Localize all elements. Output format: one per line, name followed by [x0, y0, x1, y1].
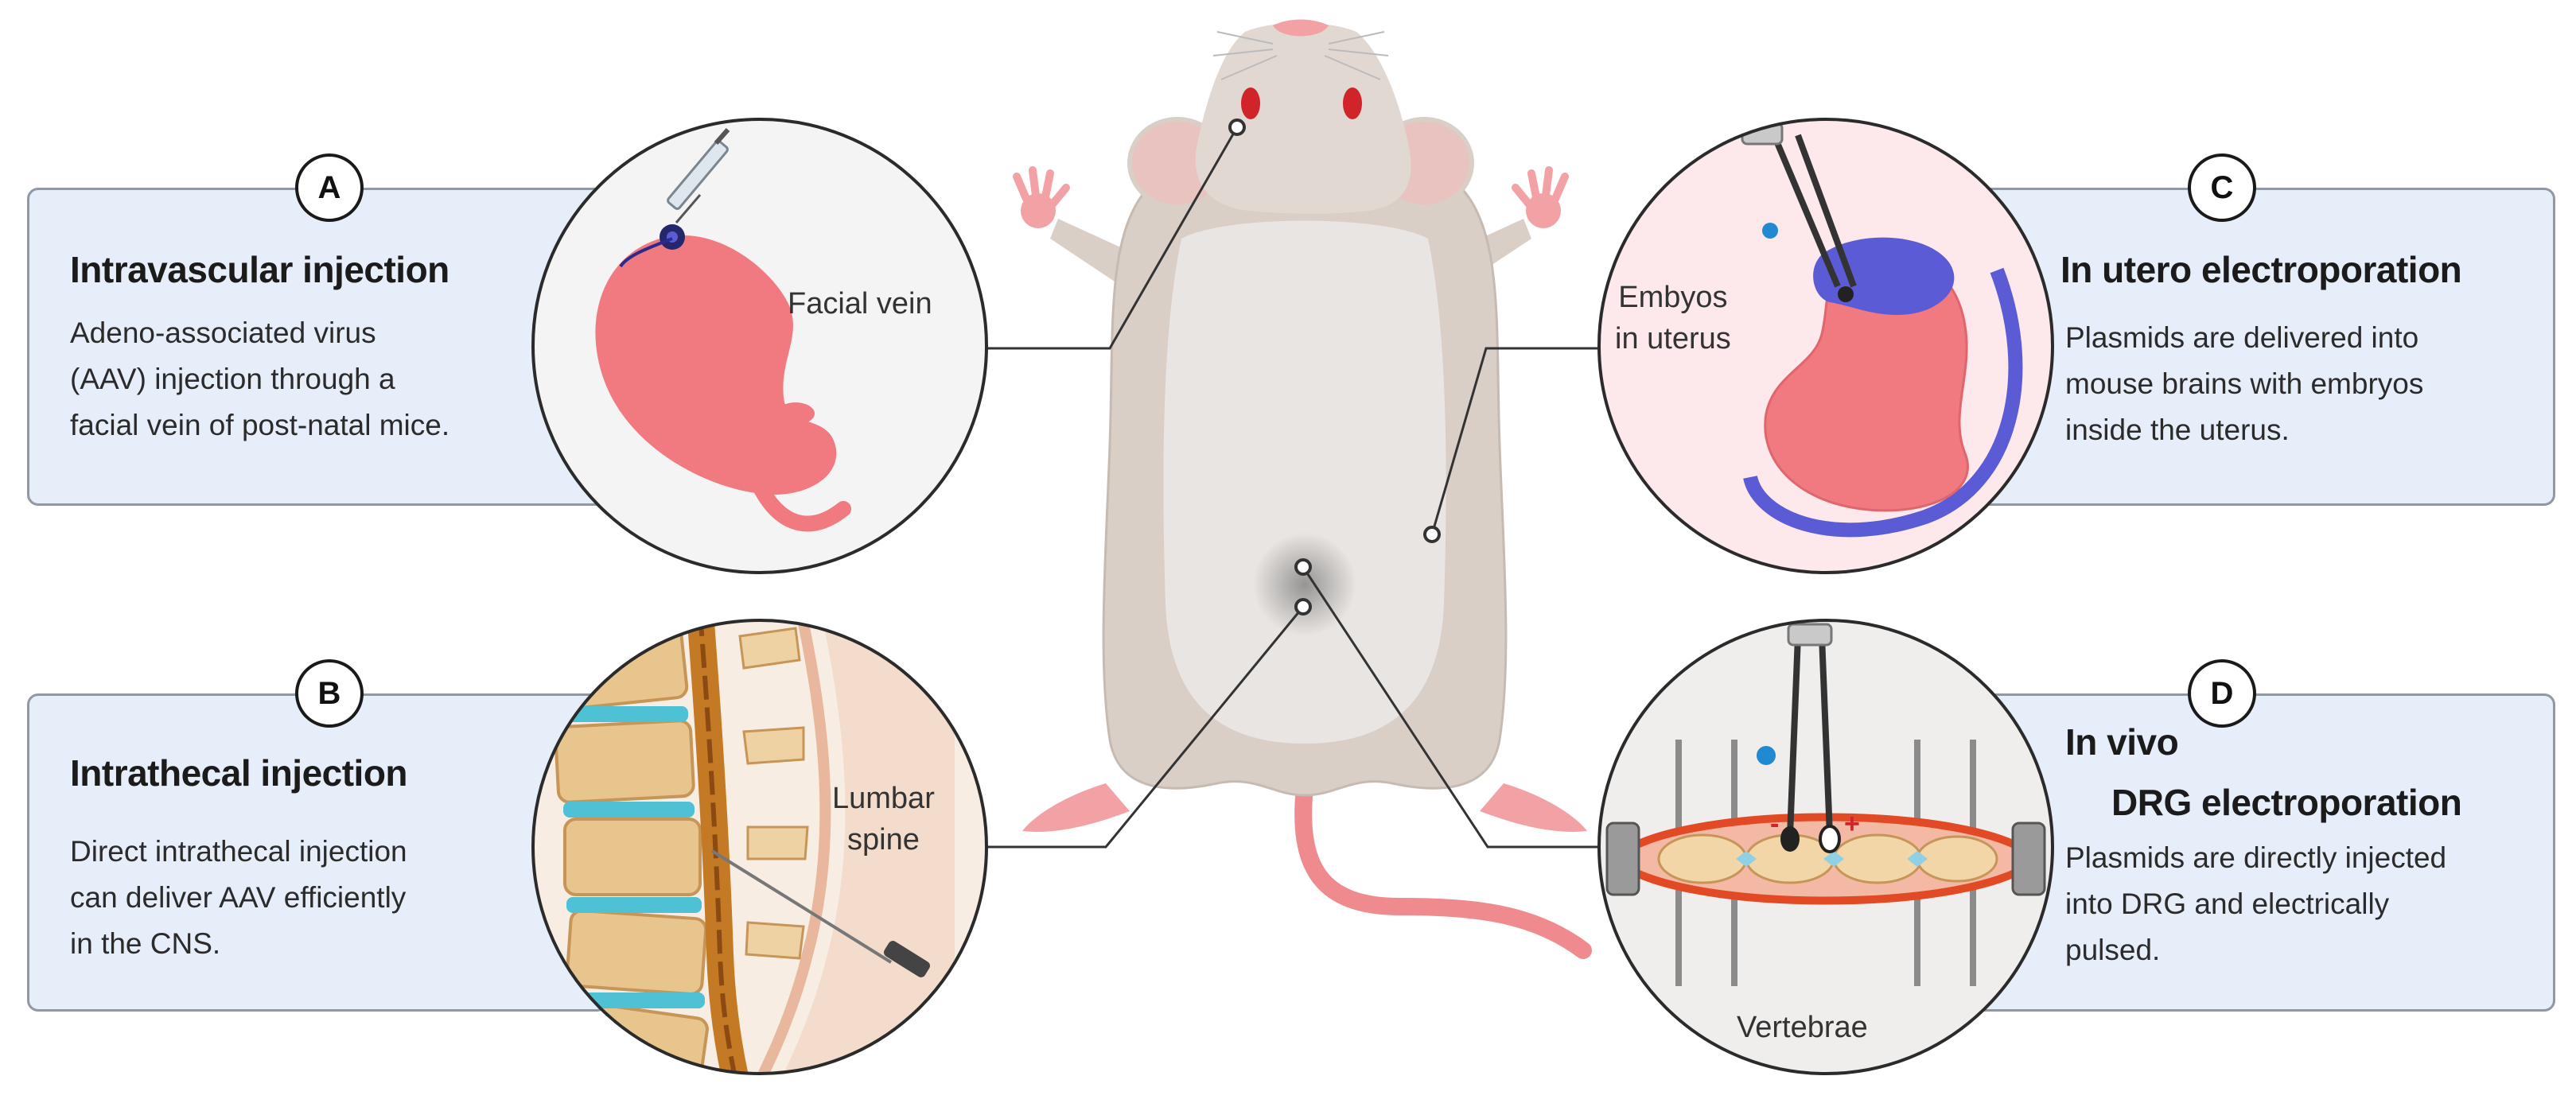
label-embryos-line: Embyos [1618, 281, 1728, 314]
panel-b-title: Intrathecal injection [70, 752, 408, 794]
mouse-left-hind-foot [1022, 783, 1130, 832]
mouse-right-eye [1343, 87, 1362, 119]
injection-site-glow [1253, 533, 1356, 636]
label-lumbar-spine: Lumbar spine [832, 778, 935, 860]
panel-b-desc-line: Direct intrathecal injection [70, 835, 407, 868]
syringe-icon [667, 128, 730, 223]
label-embryos-line: in uterus [1615, 322, 1731, 355]
embryo [1764, 249, 1969, 512]
label-lumbar-line: Lumbar [832, 782, 935, 815]
panel-a-desc-line: facial vein of post-natal mice. [70, 409, 450, 441]
panel-d-desc: Plasmids are directly injected into DRG … [2065, 835, 2446, 973]
mouse-whiskers [1212, 31, 1389, 80]
panel-b-desc: Direct intrathecal injection can deliver… [70, 829, 407, 967]
panel-b [27, 693, 608, 1012]
mouse-tail [1294, 779, 1592, 959]
circle-a-facial-vein [531, 118, 988, 574]
mouse-right-hind-foot [1480, 783, 1587, 832]
panel-c-title: In utero electroporation [2060, 249, 2462, 290]
badge-d: D [2188, 659, 2256, 728]
panel-b-desc-line: can deliver AAV efficiently [70, 881, 407, 914]
needle-icon [710, 849, 931, 977]
mouse-left-front-paw [1013, 166, 1070, 228]
panel-c-desc-line: mouse brains with embryos [2065, 367, 2424, 400]
uterus-wall [1743, 267, 2023, 538]
mouse-left-eye [1241, 87, 1260, 119]
label-electrode-plus: + [1844, 809, 1860, 839]
panel-c-desc-line: inside the uterus. [2065, 414, 2290, 446]
label-vertebrae: Vertebrae [1737, 1011, 1868, 1044]
label-electrode-minus: - [1770, 809, 1780, 839]
leader-lines [983, 126, 1599, 849]
leader-endpoints [1228, 118, 1441, 616]
panel-a [27, 188, 608, 506]
panel-c-desc: Plasmids are delivered into mouse brains… [2065, 315, 2423, 453]
panel-a-desc-line: (AAV) injection through a [70, 363, 395, 395]
electrode-icon-d [1757, 623, 1841, 853]
label-facial-vein: Facial vein [788, 287, 932, 320]
panel-c-desc-line: Plasmids are delivered into [2065, 321, 2419, 354]
panel-a-desc: Adeno-associated virus (AAV) injection t… [70, 310, 449, 449]
badge-c: C [2188, 153, 2256, 222]
circle-d-drg [1597, 619, 2054, 1075]
panel-b-desc-line: in the CNS. [70, 927, 221, 960]
badge-a: A [295, 153, 364, 222]
panel-d-desc-line: Plasmids are directly injected [2065, 841, 2447, 874]
mouse-illustration [1013, 19, 1592, 959]
panel-d-desc-line: pulsed. [2065, 934, 2161, 966]
circle-c-in-utero [1597, 118, 2054, 574]
mouse-belly [1163, 220, 1446, 744]
badge-b: B [295, 659, 364, 728]
label-lumbar-line: spine [847, 823, 920, 856]
label-embryos-in-uterus: Embyos in uterus [1615, 277, 1731, 359]
mouse-head [1195, 22, 1411, 214]
mouse-right-front-paw [1512, 166, 1569, 228]
panel-d-desc-line: into DRG and electrically [2065, 888, 2390, 920]
panel-a-desc-line: Adeno-associated virus [70, 317, 376, 349]
spine-segments [1657, 833, 1998, 884]
panel-d-title-line2: DRG electroporation [2111, 782, 2462, 823]
pup-tail [748, 469, 851, 532]
panel-a-title: Intravascular injection [70, 249, 449, 290]
vertebrae-stack [544, 620, 709, 1074]
panel-d-title-line1: In vivo [2065, 721, 2179, 763]
